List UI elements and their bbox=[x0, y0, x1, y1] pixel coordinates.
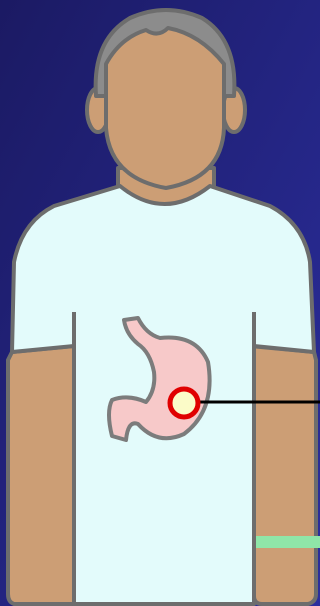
right-arm-icon bbox=[250, 346, 316, 604]
left-arm-icon bbox=[8, 346, 74, 604]
ulcer-marker-icon bbox=[170, 389, 198, 417]
wristband-icon bbox=[252, 536, 320, 548]
head-icon bbox=[106, 28, 224, 188]
